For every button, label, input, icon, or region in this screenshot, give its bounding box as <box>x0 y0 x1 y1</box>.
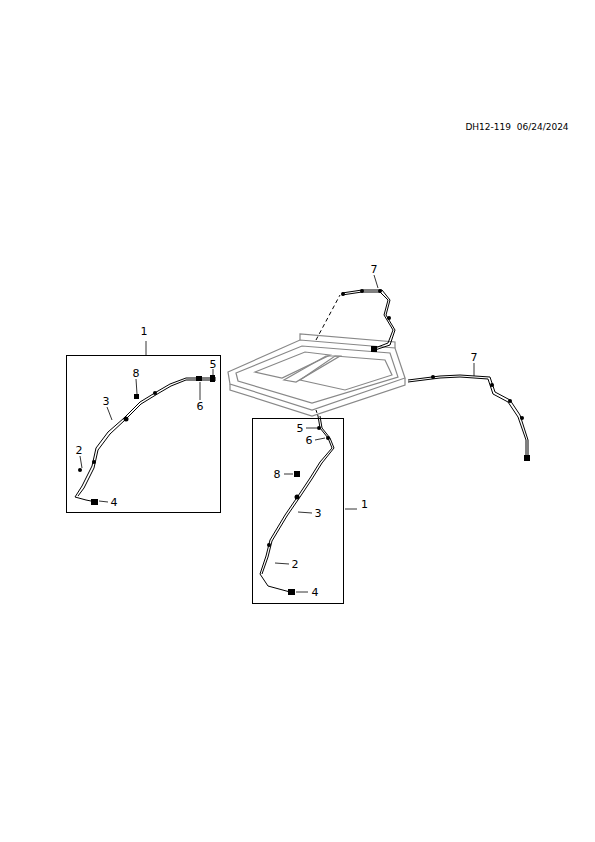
part-group-box: 1 <box>252 418 344 604</box>
callout-number: 6 <box>197 401 204 412</box>
callout-number: 2 <box>76 445 83 456</box>
drawing-code: DH12-119 06/24/2024 <box>465 123 568 132</box>
callout-number: 6 <box>306 435 313 446</box>
callout-number: 3 <box>315 508 322 519</box>
hose-clips <box>78 289 530 595</box>
callout-number: 8 <box>274 469 281 480</box>
callout-number: 7 <box>371 264 378 275</box>
callout-number: 4 <box>312 587 319 598</box>
callout-number: 5 <box>210 359 217 370</box>
part-group-box: 1 <box>66 355 221 513</box>
callout-number: 5 <box>297 423 304 434</box>
callout-number: 1 <box>361 499 368 510</box>
callout-number: 7 <box>471 352 478 363</box>
callout-number: 3 <box>103 396 110 407</box>
callout-number: 8 <box>133 368 140 379</box>
callout-number: 1 <box>141 326 148 337</box>
leader-lines <box>80 275 474 592</box>
callout-number: 2 <box>292 559 299 570</box>
callout-number: 4 <box>111 497 118 508</box>
drain-hoses <box>75 290 528 592</box>
